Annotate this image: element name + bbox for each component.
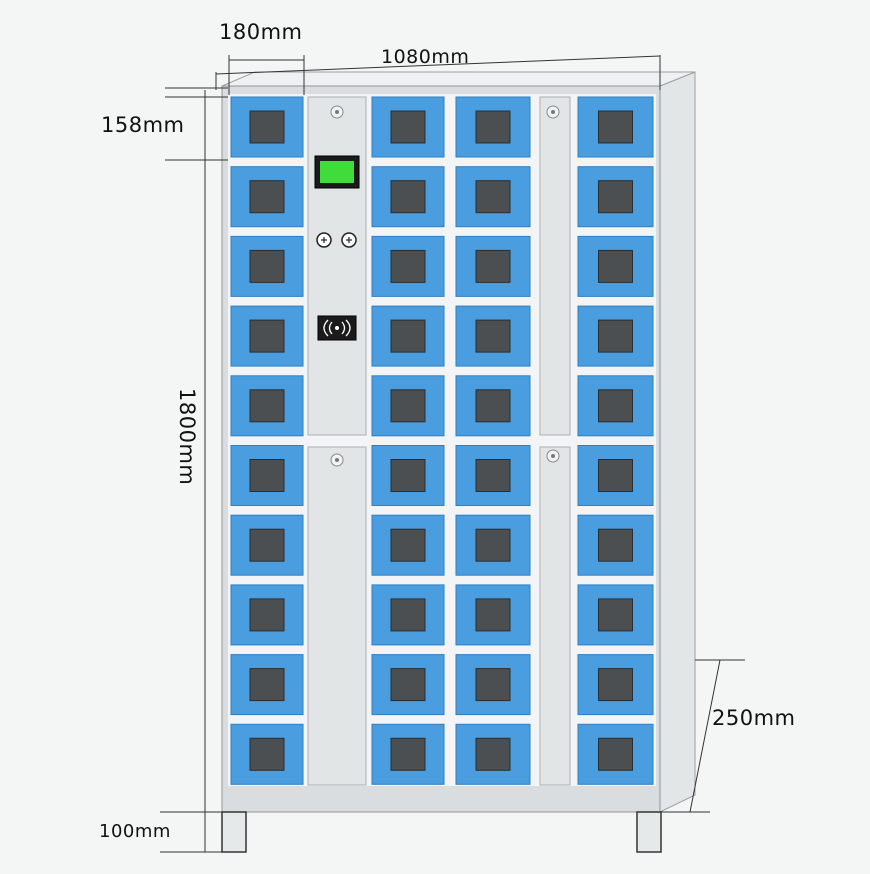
locker-window (390, 459, 426, 492)
leg-height-label: 100mm (99, 821, 171, 842)
compartment-height-label: 158mm (101, 113, 185, 137)
locker-window (249, 668, 285, 702)
locker-window (598, 389, 633, 423)
keyhole-center (551, 110, 555, 114)
locker-window (598, 737, 633, 771)
locker-door (577, 305, 654, 367)
locker-window (249, 389, 285, 423)
locker-window (249, 319, 285, 353)
leg-left (221, 811, 247, 853)
locker-door (230, 305, 304, 367)
locker-window (390, 668, 426, 702)
locker-window (475, 598, 511, 632)
compartment-width-label: 180mm (219, 20, 303, 44)
nfc-wave-icon (341, 319, 351, 337)
keyhole-center (551, 454, 555, 458)
narrow-panel-upper (539, 96, 571, 436)
locker-window (598, 459, 633, 492)
locker-window (249, 249, 285, 283)
display-screen (320, 161, 354, 183)
locker-window (390, 389, 426, 423)
locker-window (475, 668, 511, 702)
cabinet-side (659, 71, 696, 813)
locker-window (598, 319, 633, 353)
depth-label: 250mm (712, 706, 796, 730)
locker-window (390, 110, 426, 144)
locker-window (598, 249, 633, 283)
nfc-wave-icon (323, 319, 333, 337)
keyhole-center (335, 458, 339, 462)
dim-line-total-width (215, 55, 661, 75)
locker-window (390, 249, 426, 283)
narrow-panel-lower (539, 446, 571, 786)
locker-window (390, 598, 426, 632)
locker-window (475, 110, 511, 144)
locker-window (598, 668, 633, 702)
leg-right (636, 811, 662, 853)
locker-window (475, 319, 511, 353)
locker-window (475, 737, 511, 771)
locker-window (598, 180, 633, 214)
locker-window (390, 528, 426, 562)
locker-window (598, 110, 633, 144)
locker-window (390, 737, 426, 771)
nfc-center (335, 326, 339, 330)
locker-window (249, 180, 285, 214)
total-height-label: 1800mm (175, 388, 199, 486)
locker-window (249, 110, 285, 144)
locker-window (249, 737, 285, 771)
locker-window (249, 459, 285, 492)
control-panel-upper (307, 96, 367, 436)
locker-window (475, 180, 511, 214)
cabinet-top (221, 71, 696, 87)
total-width-label: 1080mm (381, 46, 470, 68)
locker-window (598, 598, 633, 632)
locker-window (475, 528, 511, 562)
keyhole-center (335, 110, 339, 114)
locker-window (475, 249, 511, 283)
locker-window (390, 319, 426, 353)
locker-window (249, 528, 285, 562)
locker-window (249, 598, 285, 632)
locker-window (475, 459, 511, 492)
locker-door (577, 514, 654, 576)
dim-line-depth (689, 659, 721, 813)
locker-window (598, 528, 633, 562)
locker-window (475, 389, 511, 423)
control-panel-lower (307, 446, 367, 786)
locker-door (455, 514, 531, 576)
locker-window (390, 180, 426, 214)
